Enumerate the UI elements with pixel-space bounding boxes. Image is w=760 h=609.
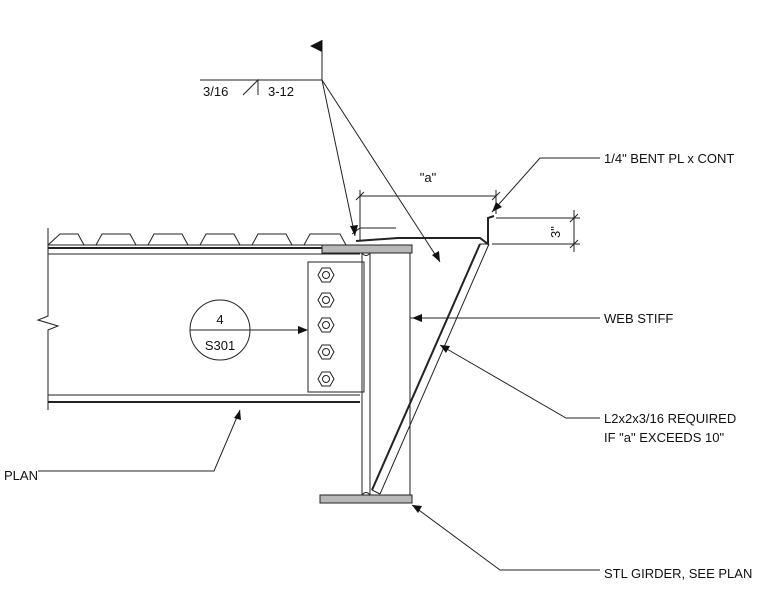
bolt [317,371,335,387]
steel-girder [319,244,413,504]
detail-number: 4 [216,312,223,327]
dimension-a: "a" [355,170,501,240]
weld-length-pitch: 3-12 [268,84,294,99]
bolt-group [317,267,335,387]
callout-plan: PLAN [4,409,241,483]
floor-beam [36,228,360,410]
angle-note-line1: L2x2x3/16 REQUIRED [604,411,736,426]
kicker-angle [371,243,490,495]
callout-bent-plate: 1/4" BENT PL x CONT [491,151,734,213]
bolt [317,267,335,283]
detail-sheet: S301 [205,338,235,353]
plan-label: PLAN [4,468,38,483]
detail-reference: 4 S301 [189,299,308,361]
callout-web-stiff: WEB STIFF [410,311,673,326]
dimension-3in-label: 3" [548,226,563,238]
angle-note-line2: IF "a" EXCEEDS 10" [604,430,724,445]
weld-symbol: 3/16 3-12 [200,40,441,263]
metal-deck [47,233,360,246]
bolt [317,317,335,333]
field-weld-flag-icon [310,40,322,52]
dimension-3in: 3" [492,210,580,252]
dimension-a-label: "a" [420,170,437,185]
bent-plate-label: 1/4" BENT PL x CONT [604,151,734,166]
callout-kicker-angle: L2x2x3/16 REQUIRED IF "a" EXCEEDS 10" [439,344,736,445]
weld-size: 3/16 [203,84,228,99]
bolt [317,344,335,360]
bolt [317,292,335,308]
callout-girder: STL GIRDER, SEE PLAN [411,504,752,581]
girder-label: STL GIRDER, SEE PLAN [604,566,752,581]
web-stiff-label: WEB STIFF [604,311,673,326]
shear-tab [307,261,365,393]
bent-plate [351,215,495,246]
